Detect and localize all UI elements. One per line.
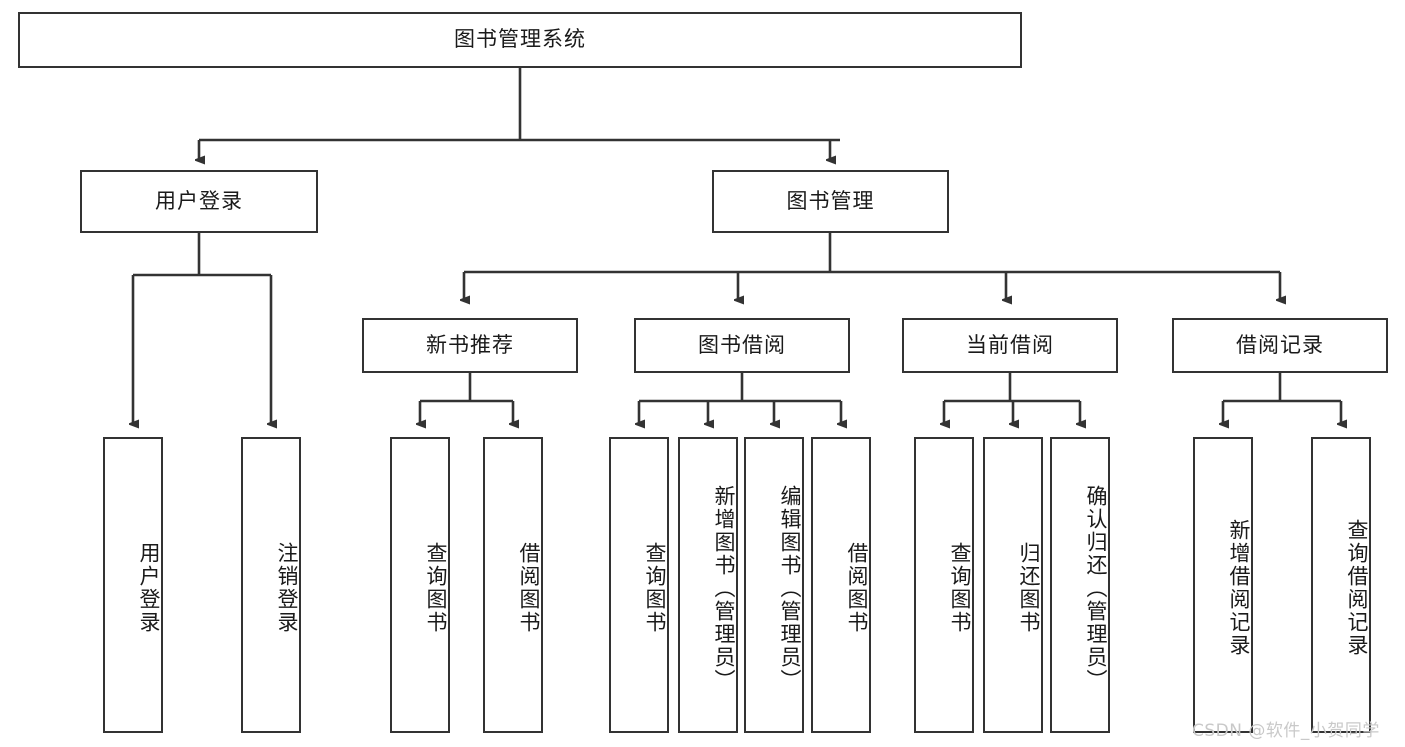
csdn-watermark: CSDN @软件_小贺同学 bbox=[1192, 721, 1380, 741]
node-book-borrow-label: 图书借阅 bbox=[698, 332, 786, 357]
node-leaf-query-book-1-label: 查询图书 bbox=[424, 542, 448, 634]
node-leaf-add-book-label: 新增图书（管理员） bbox=[712, 484, 736, 692]
node-new-book-rec[interactable]: 新书推荐 bbox=[362, 318, 578, 373]
node-leaf-add-record[interactable]: 新增借阅记录 bbox=[1193, 437, 1253, 733]
node-leaf-return-book-label: 归还图书 bbox=[1017, 542, 1041, 634]
node-leaf-add-book[interactable]: 新增图书（管理员） bbox=[678, 437, 738, 733]
node-leaf-query-book-3[interactable]: 查询图书 bbox=[914, 437, 974, 733]
node-book-manage[interactable]: 图书管理 bbox=[712, 170, 949, 233]
node-leaf-logout-login[interactable]: 注销登录 bbox=[241, 437, 301, 733]
node-leaf-confirm-return[interactable]: 确认归还（管理员） bbox=[1050, 437, 1110, 733]
node-leaf-query-record[interactable]: 查询借阅记录 bbox=[1311, 437, 1371, 733]
node-leaf-borrow-book-1-label: 借阅图书 bbox=[517, 542, 541, 634]
node-leaf-edit-book[interactable]: 编辑图书（管理员） bbox=[744, 437, 804, 733]
node-leaf-user-login-label: 用户登录 bbox=[137, 542, 161, 634]
node-leaf-query-book-2-label: 查询图书 bbox=[643, 542, 667, 634]
node-leaf-query-book-3-label: 查询图书 bbox=[948, 542, 972, 634]
node-borrow-record[interactable]: 借阅记录 bbox=[1172, 318, 1388, 373]
node-leaf-borrow-book-2[interactable]: 借阅图书 bbox=[811, 437, 871, 733]
node-leaf-borrow-book-2-label: 借阅图书 bbox=[845, 542, 869, 634]
node-user-login[interactable]: 用户登录 bbox=[80, 170, 318, 233]
node-leaf-return-book[interactable]: 归还图书 bbox=[983, 437, 1043, 733]
node-leaf-user-login[interactable]: 用户登录 bbox=[103, 437, 163, 733]
node-leaf-confirm-return-label: 确认归还（管理员） bbox=[1084, 484, 1108, 692]
node-leaf-query-record-label: 查询借阅记录 bbox=[1345, 519, 1369, 657]
node-leaf-query-book-1[interactable]: 查询图书 bbox=[390, 437, 450, 733]
node-borrow-record-label: 借阅记录 bbox=[1236, 332, 1324, 357]
node-new-book-rec-label: 新书推荐 bbox=[426, 332, 514, 357]
node-current-borrow-label: 当前借阅 bbox=[966, 332, 1054, 357]
node-root-label: 图书管理系统 bbox=[454, 27, 586, 52]
node-leaf-logout-login-label: 注销登录 bbox=[275, 542, 299, 634]
node-leaf-add-record-label: 新增借阅记录 bbox=[1227, 519, 1251, 657]
node-book-manage-label: 图书管理 bbox=[786, 188, 875, 213]
node-book-borrow[interactable]: 图书借阅 bbox=[634, 318, 850, 373]
node-leaf-edit-book-label: 编辑图书（管理员） bbox=[778, 484, 802, 692]
node-leaf-query-book-2[interactable]: 查询图书 bbox=[609, 437, 669, 733]
node-leaf-borrow-book-1[interactable]: 借阅图书 bbox=[483, 437, 543, 733]
node-user-login-label: 用户登录 bbox=[155, 188, 243, 213]
node-current-borrow[interactable]: 当前借阅 bbox=[902, 318, 1118, 373]
node-root[interactable]: 图书管理系统 bbox=[18, 12, 1022, 68]
